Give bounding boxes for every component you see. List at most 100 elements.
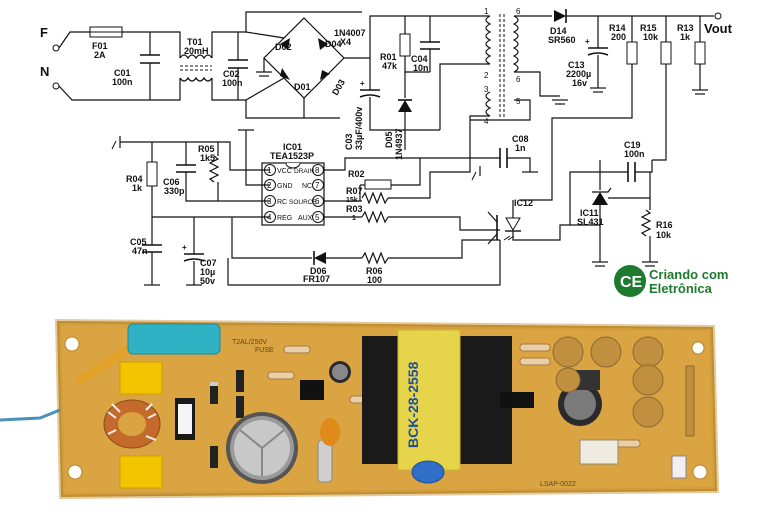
resistor-r16 xyxy=(640,209,652,237)
ic01-pin7-name: NC xyxy=(302,183,312,190)
ic01-pin8-num: 8 xyxy=(315,166,320,175)
resistor-r07 xyxy=(361,191,389,205)
flyback-transformer xyxy=(485,14,519,118)
diode-d05-symbol xyxy=(398,100,412,112)
fuse-value: 2A xyxy=(94,50,106,60)
d04-ref: D04 xyxy=(325,39,342,49)
c07-voltage: 50v xyxy=(200,276,215,286)
pcb-photo: BCK-28-2558 T2AL/250V FUSE LSAP-0022 xyxy=(0,300,768,513)
r03-ref: R03 xyxy=(346,204,363,214)
d05-value: 1N4937 xyxy=(394,128,404,160)
ic11-ref: IC11 xyxy=(580,208,599,218)
diode-d03-symbol xyxy=(320,70,330,80)
c04-value: 10n xyxy=(413,63,429,73)
schematic-diagram: F N F01 2A C01 100n T01 20mH C02 100n D0… xyxy=(40,7,733,286)
r01-ref: R01 xyxy=(380,52,397,62)
c19-value: 100n xyxy=(624,149,645,159)
silkscreen-model: LSAP-0022 xyxy=(540,481,576,488)
c02-value: 100n xyxy=(222,78,243,88)
r06-value: 100 xyxy=(367,275,382,285)
r14-ref: R14 xyxy=(609,23,626,33)
ic01-pin7-num: 7 xyxy=(315,181,320,190)
transformer-bobbin xyxy=(397,329,461,471)
ic01-pin3-name: RC xyxy=(277,199,287,206)
c13-voltage: 16v xyxy=(572,78,587,88)
c04-ref: C04 xyxy=(411,54,428,64)
logo-line2: Eletrônica xyxy=(649,281,713,296)
ic11-shunt-regulator xyxy=(592,192,608,205)
choke-value: 20mH xyxy=(184,46,209,56)
r03-value: 1 xyxy=(352,215,356,222)
ic01-pin4-name: REG xyxy=(277,215,292,222)
d14-ref: D14 xyxy=(550,26,567,36)
ic01-pin5-name: AUX xyxy=(298,215,313,222)
c07-ref: C07 xyxy=(200,258,217,268)
resistor-r15 xyxy=(660,41,672,65)
diode-component xyxy=(210,382,218,404)
label-live: F xyxy=(40,25,48,40)
terminal-neutral xyxy=(52,82,60,90)
terminal-vout xyxy=(714,12,722,20)
xfmr-pin6a: 6 xyxy=(516,7,521,16)
c03-ref: C03 xyxy=(344,133,354,150)
resistor-r06 xyxy=(361,251,389,265)
svg-text:+: + xyxy=(182,243,187,252)
diode-d06-symbol xyxy=(314,252,326,264)
logo-line1: Criando com xyxy=(649,267,728,282)
bridge-qty: X4 xyxy=(340,37,351,47)
mounting-hole-icon xyxy=(64,336,80,352)
ic01-pin2-name: GND xyxy=(277,183,293,190)
xfmr-pin1: 1 xyxy=(484,7,489,16)
svg-text:+: + xyxy=(585,37,590,46)
r16-ref: R16 xyxy=(656,220,673,230)
resistor-r02 xyxy=(364,179,392,190)
r16-value: 10k xyxy=(656,230,672,240)
c02-ref: C02 xyxy=(223,69,240,79)
resistor-r01 xyxy=(399,33,411,57)
logo-mark-icon xyxy=(614,265,646,297)
diode-d02-symbol xyxy=(280,38,290,50)
silkscreen-rating: T2AL/250V xyxy=(232,339,267,346)
resistor-r05 xyxy=(208,155,220,183)
r05-value: 1k5 xyxy=(200,153,215,163)
choke-t01-winding-bottom xyxy=(179,76,213,82)
xfmr-pin3: 3 xyxy=(484,85,489,94)
resistor-r14 xyxy=(626,41,638,65)
diode-d01-symbol xyxy=(280,68,290,80)
r07-value: 15k xyxy=(346,197,358,204)
c03-value: 33µF/400v xyxy=(354,107,364,150)
c06-ref: C06 xyxy=(163,177,180,187)
ic11-value: SL431 xyxy=(577,217,604,227)
transformer-marking: BCK-28-2558 xyxy=(405,361,421,448)
c05-ref: C05 xyxy=(130,237,147,247)
d01-ref: D01 xyxy=(294,82,311,92)
d06-value: FR107 xyxy=(303,274,330,284)
diode-d04-symbol xyxy=(318,38,328,50)
xfmr-pin6b: 6 xyxy=(516,75,521,84)
label-vout: Vout xyxy=(704,21,733,36)
ic12-optocoupler xyxy=(487,200,600,245)
d02-ref: D02 xyxy=(275,42,292,52)
xfmr-pin2: 2 xyxy=(484,71,489,80)
ic01-pin6-num: 6 xyxy=(315,197,320,206)
resistor-r04 xyxy=(146,161,158,187)
d06-ref: D06 xyxy=(310,266,327,276)
ic01-pin5-num: 5 xyxy=(315,213,320,222)
r13-value: 1k xyxy=(680,32,691,42)
c01-ref: C01 xyxy=(114,68,131,78)
r14-value: 200 xyxy=(611,32,626,42)
ic01-pin1-name: VCC xyxy=(277,168,292,175)
label-neutral: N xyxy=(40,64,49,79)
ic01-ref: IC01 xyxy=(283,142,302,152)
r04-value: 1k xyxy=(132,183,143,193)
r04-ref: R04 xyxy=(126,174,143,184)
diode-d14-symbol xyxy=(554,10,566,22)
c08-ref: C08 xyxy=(512,134,529,144)
r05-ref: R05 xyxy=(198,144,215,154)
svg-text:+: + xyxy=(360,79,365,88)
r15-ref: R15 xyxy=(640,23,657,33)
c05-value: 47n xyxy=(132,246,148,256)
ic01-pins xyxy=(264,164,324,223)
choke-t01-winding-top xyxy=(179,54,213,60)
d05-ref: D05 xyxy=(384,131,394,148)
